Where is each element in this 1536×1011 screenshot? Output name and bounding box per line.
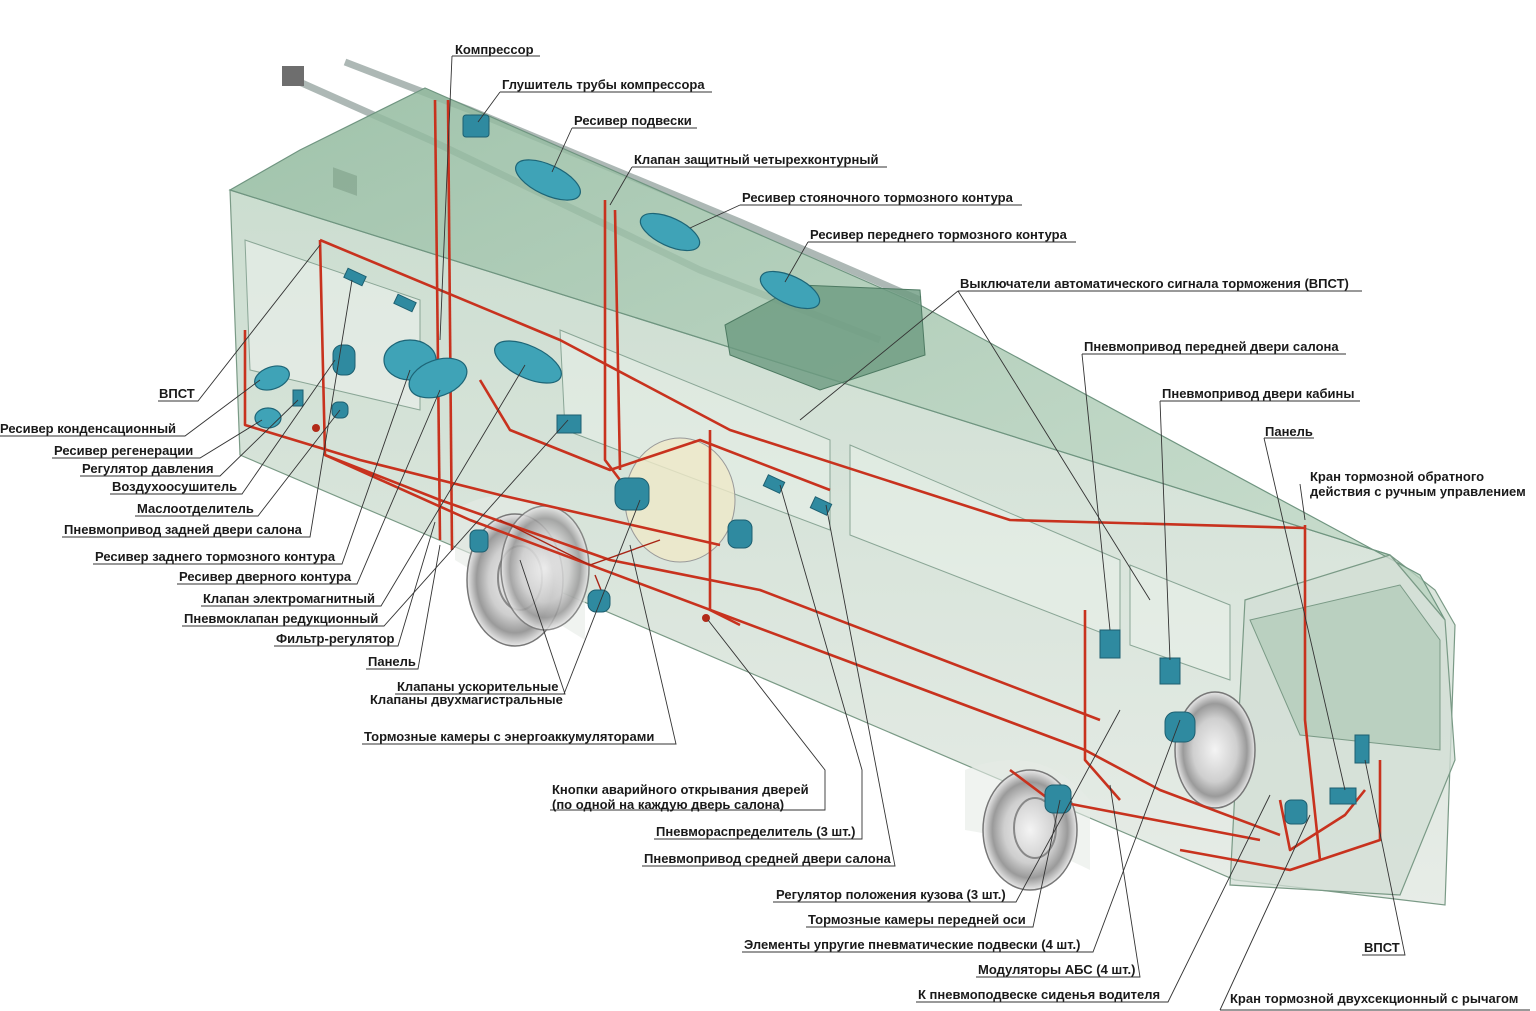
label-reverse-brake-valve-line2: действия с ручным управлением (1310, 484, 1526, 499)
label-panel-right: Панель (1265, 424, 1313, 439)
label-panel-left: Панель (368, 654, 416, 669)
label-solenoid-valve: Клапан электромагнитный (203, 591, 375, 606)
label-parking-brake-receiver: Ресивер стояночного тормозного контура (742, 190, 1013, 205)
label-door-circuit-receiver: Ресивер дверного контура (179, 569, 352, 584)
pneumatic-components (254, 114, 1370, 825)
label-vpst-left: ВПСТ (159, 386, 195, 401)
label-air-dryer: Воздухоосушитель (112, 479, 238, 494)
label-reverse-brake-valve-line1: Кран тормозной обратного (1310, 469, 1485, 484)
label-abs-modulators: Модуляторы АБС (4 шт.) (978, 962, 1136, 977)
label-emergency-door-buttons-line1: Кнопки аварийного открывания дверей (552, 782, 809, 797)
label-air-springs: Элементы упругие пневматические подвески… (744, 937, 1081, 952)
label-pneumatic-distributor: Пневмораспределитель (3 шт.) (656, 824, 856, 839)
label-emergency-door-buttons-line2: (по одной на каждую дверь салона) (552, 797, 785, 812)
label-relay-valves: Клапаны ускорительные (397, 679, 559, 694)
label-reducing-valve: Пневмоклапан редукционный (184, 611, 379, 626)
label-driver-seat-suspension: К пневмоподвеске сиденья водителя (918, 987, 1161, 1002)
label-brake-signal-switches: Выключатели автоматического сигнала торм… (960, 276, 1349, 291)
label-pressure-regulator: Регулятор давления (82, 461, 214, 476)
label-vpst-bottom: ВПСТ (1364, 940, 1400, 955)
label-compressor-muffler: Глушитель трубы компрессора (502, 77, 705, 92)
bus-body (228, 87, 1456, 906)
label-oil-separator: Маслоотделитель (137, 501, 254, 516)
label-front-axle-brake-chambers: Тормозные камеры передней оси (808, 912, 1026, 927)
label-condensation-receiver: Ресивер конденсационный (0, 421, 177, 436)
label-regeneration-receiver: Ресивер регенерации (54, 443, 194, 458)
label-compressor: Компрессор (455, 42, 534, 57)
label-front-brake-receiver: Ресивер переднего тормозного контура (810, 227, 1067, 242)
label-leveling-valve: Регулятор положения кузова (3 шт.) (776, 887, 1006, 902)
label-front-door-actuator: Пневмопривод передней двери салона (1084, 339, 1339, 354)
label-filter-regulator: Фильтр-регулятор (276, 631, 395, 646)
label-suspension-receiver: Ресивер подвески (574, 113, 692, 128)
label-four-circuit-protection-valve: Клапан защитный четырехконтурный (634, 152, 879, 167)
leader-lines (0, 55, 1530, 1011)
pneumatic-pipes (243, 99, 1382, 872)
label-cab-door-actuator: Пневмопривод двери кабины (1162, 386, 1355, 401)
label-spring-brake-chambers: Тормозные камеры с энергоаккумуляторами (364, 729, 655, 744)
label-rear-brake-receiver: Ресивер заднего тормозного контура (95, 549, 336, 564)
label-rear-door-actuator: Пневмопривод задней двери салона (64, 522, 302, 537)
label-middle-door-actuator: Пневмопривод средней двери салона (644, 851, 891, 866)
label-double-check-valves: Клапаны двухмагистральные (370, 692, 563, 707)
label-dual-brake-valve: Кран тормозной двухсекционный с рычагом (1230, 991, 1519, 1006)
